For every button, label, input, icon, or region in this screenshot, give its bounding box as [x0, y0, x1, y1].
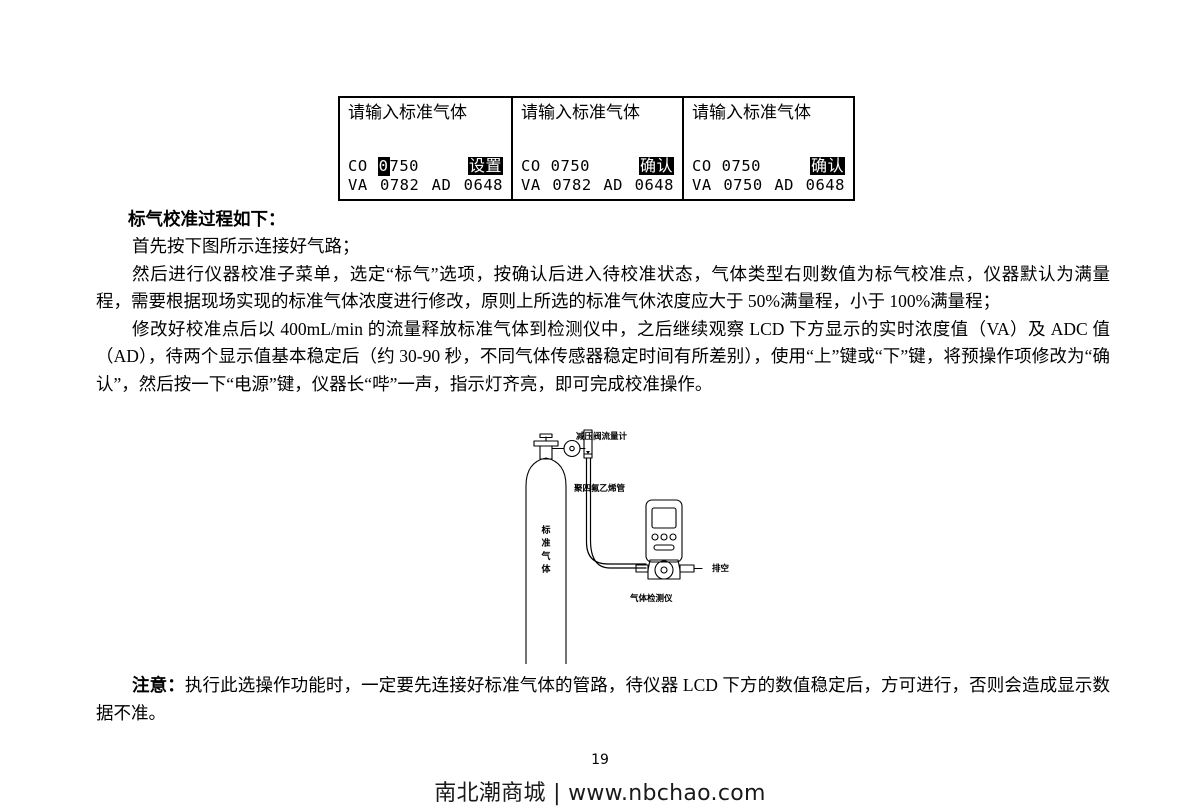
- lcd-va-value: 0782: [552, 176, 592, 194]
- detector-button-right: [669, 533, 677, 541]
- lcd-gas-label: CO: [348, 157, 368, 175]
- lcd-va-value: 0782: [380, 176, 420, 194]
- body-text: 标气校准过程如下： 首先按下图所示连接好气路； 然后进行仪器校准子菜单，选定“标…: [96, 206, 1110, 398]
- ptfe-tube-line-outer: [585, 457, 647, 565]
- detector-inlet-stub: [635, 564, 649, 573]
- gas-cylinder-body: [525, 457, 567, 664]
- lcd-readout: CO 0750 确认 VA 0750 AD 0648: [692, 157, 845, 195]
- lcd-action-label: 设置: [467, 156, 503, 175]
- lcd-panel-1: 请输入标准气体 CO 0750 设置 VA 0782 AD 0648: [340, 98, 511, 199]
- lcd-ad-value: 0648: [463, 176, 503, 194]
- label-regulator-flowmeter: 减压阀流量计: [576, 432, 628, 442]
- lcd-ad-value: 0648: [634, 176, 674, 194]
- note-text: 执行此选操作功能时，一定要先连接好标准气体的管路，待仪器 LCD 下方的数值稳定…: [96, 675, 1110, 723]
- ptfe-tube-line-inner: [589, 457, 647, 569]
- detector-button-left: [651, 533, 659, 541]
- paragraph-step-2: 然后进行仪器校准子菜单，选定“标气”选项，按确认后进入待校准状态，气体类型右则数…: [96, 263, 1110, 312]
- lcd-panel-2: 请输入标准气体 CO 0750 确认 VA 0782 AD 0648: [511, 98, 682, 199]
- lcd-readout: CO 0750 设置 VA 0782 AD 0648: [348, 157, 503, 195]
- label-gas-detector: 气体检测仪: [630, 594, 673, 604]
- lcd-gas-label: CO: [521, 157, 541, 175]
- note-block: 注意：执行此选操作功能时，一定要先连接好标准气体的管路，待仪器 LCD 下方的数…: [96, 672, 1110, 727]
- valve-cap: [539, 433, 553, 439]
- lcd-ad-label: AD: [603, 176, 623, 194]
- flowmeter-tube: [583, 429, 593, 459]
- lcd-screens-figure: 请输入标准气体 CO 0750 设置 VA 0782 AD 0648 请输入标准…: [338, 96, 855, 201]
- lcd-va-value: 0750: [723, 176, 763, 194]
- page-number: 19: [591, 752, 609, 768]
- paragraph-step-1: 首先按下图所示连接好气路；: [132, 236, 360, 256]
- lcd-setpoint-value: 0750: [551, 157, 590, 176]
- lcd-ad-label: AD: [774, 176, 794, 194]
- lcd-setpoint-value: 0750: [377, 157, 420, 176]
- lcd-setpoint-value: 0750: [722, 157, 761, 176]
- lcd-remaining-digits: 0750: [550, 157, 590, 175]
- lcd-va-label: VA: [521, 176, 541, 194]
- lcd-va-label: VA: [692, 176, 712, 194]
- note-paragraph: 注意：执行此选操作功能时，一定要先连接好标准气体的管路，待仪器 LCD 下方的数…: [96, 672, 1110, 727]
- gas-detector-body: [645, 499, 683, 563]
- paragraph-step-3: 修改好校准点后以 400mL/min 的流量释放标准气体到检测仪中，之后继续观察…: [96, 318, 1110, 394]
- gas-detector-screen: [651, 507, 677, 529]
- flowmeter-float: [586, 451, 590, 454]
- note-label: 注意：: [132, 675, 185, 695]
- lcd-title: 请输入标准气体: [521, 103, 640, 123]
- detector-button-center: [660, 533, 668, 541]
- label-standard-gas-cylinder: 标准气体: [541, 526, 551, 575]
- detector-sensor-port-inner: [660, 566, 668, 574]
- detector-button-bar: [653, 544, 675, 551]
- pressure-gauge: [563, 439, 581, 458]
- pressure-gauge-hub: [569, 445, 575, 452]
- lcd-selected-digit: 0: [377, 157, 390, 176]
- lcd-gas-label: CO: [692, 157, 712, 175]
- label-vent: 排空: [712, 564, 730, 574]
- lcd-action-label: 确认: [809, 156, 845, 175]
- cylinder-neck: [539, 445, 553, 460]
- lcd-va-label: VA: [348, 176, 368, 194]
- detector-vent-stub: [679, 564, 695, 573]
- lcd-action-label: 确认: [638, 156, 674, 175]
- valve-handle: [533, 440, 559, 447]
- lcd-ad-value: 0648: [805, 176, 845, 194]
- detector-sensor-port: [654, 560, 674, 580]
- lcd-remaining-digits: 750: [389, 157, 420, 175]
- lcd-remaining-digits: 0750: [721, 157, 761, 175]
- lcd-title: 请输入标准气体: [348, 103, 467, 123]
- footer-brand: 南北潮商城 | www.nbchao.com: [434, 781, 766, 806]
- diagram-svg: [525, 429, 703, 664]
- lcd-panel-3: 请输入标准气体 CO 0750 确认 VA 0750 AD 0648: [682, 98, 853, 199]
- gas-line-connection-diagram: 减压阀流量计 聚四氟乙烯管 标准气体 排空 气体检测仪: [480, 424, 750, 664]
- lcd-title: 请输入标准气体: [692, 103, 811, 123]
- section-heading: 标气校准过程如下：: [128, 209, 286, 229]
- label-ptfe-tube: 聚四氟乙烯管: [574, 484, 626, 494]
- lcd-ad-label: AD: [431, 176, 452, 194]
- detector-sensor-housing: [647, 559, 681, 580]
- lcd-readout: CO 0750 确认 VA 0782 AD 0648: [521, 157, 674, 195]
